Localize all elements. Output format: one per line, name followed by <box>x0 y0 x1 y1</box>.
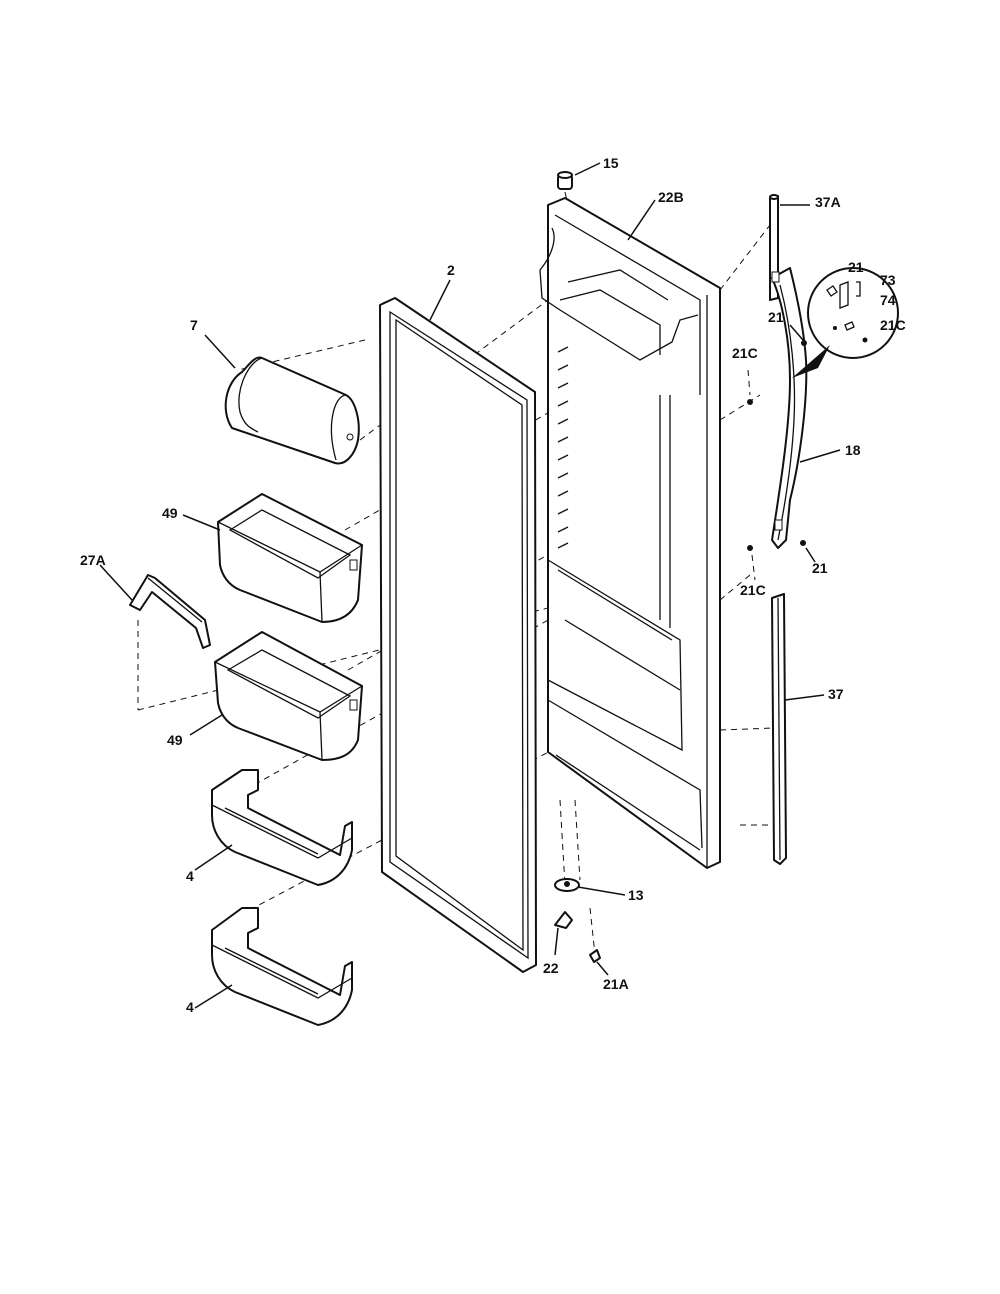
svg-text:37: 37 <box>828 686 844 702</box>
svg-text:7: 7 <box>190 317 198 333</box>
callout-21a: 21A <box>596 961 629 992</box>
callouts: 15 22B 2 7 37A 21 73 74 21C <box>80 155 906 1015</box>
svg-text:22: 22 <box>543 960 559 976</box>
svg-text:22B: 22B <box>658 189 684 205</box>
svg-text:21C: 21C <box>740 582 766 598</box>
svg-text:21C: 21C <box>880 317 906 333</box>
callout-21-lower: 21 <box>805 547 828 576</box>
part-49-bin-lower[interactable] <box>214 631 363 761</box>
callout-4-lower: 4 <box>186 984 233 1015</box>
callout-27a: 27A <box>80 552 133 601</box>
callout-21c-inset: 21C <box>880 317 906 333</box>
svg-text:49: 49 <box>167 732 183 748</box>
callout-21-top: 21 <box>848 259 864 275</box>
callout-21-handle: 21 <box>768 309 804 341</box>
callout-73: 73 <box>880 272 896 288</box>
svg-text:15: 15 <box>603 155 619 171</box>
svg-text:2: 2 <box>447 262 455 278</box>
svg-text:21C: 21C <box>732 345 758 361</box>
callout-15: 22B <box>627 189 684 241</box>
part-18-handle[interactable] <box>771 267 808 549</box>
callout-49-upper: 49 <box>162 505 221 531</box>
callout-7: 7 <box>190 317 236 369</box>
part-4-shelf-upper[interactable] <box>211 769 353 886</box>
callout-22b: 15 <box>574 155 619 176</box>
part-13-hinge[interactable] <box>554 878 580 892</box>
svg-text:73: 73 <box>880 272 896 288</box>
svg-text:4: 4 <box>186 868 194 884</box>
callout-37a: 37A <box>780 194 841 210</box>
svg-text:21A: 21A <box>603 976 629 992</box>
svg-text:13: 13 <box>628 887 644 903</box>
part-2-gasket[interactable] <box>379 297 537 973</box>
part-49-bin-upper[interactable] <box>217 493 363 623</box>
callout-2: 2 <box>429 262 455 321</box>
svg-text:4: 4 <box>186 999 194 1015</box>
part-27a-clip[interactable] <box>129 574 211 649</box>
part-7-cylinder[interactable] <box>224 356 360 465</box>
callout-74: 74 <box>880 292 896 308</box>
part-15-door-liner[interactable] <box>539 197 721 869</box>
callout-49-lower: 49 <box>167 714 223 748</box>
svg-text:27A: 27A <box>80 552 106 568</box>
svg-text:37A: 37A <box>815 194 841 210</box>
callout-37: 37 <box>784 686 844 702</box>
part-22-bushing[interactable] <box>554 911 573 929</box>
svg-text:49: 49 <box>162 505 178 521</box>
callout-18: 18 <box>799 442 861 463</box>
part-22b-cap[interactable] <box>557 171 573 190</box>
part-4-shelf-lower[interactable] <box>211 907 353 1026</box>
svg-text:21: 21 <box>812 560 828 576</box>
part-21a-screw[interactable] <box>589 949 601 963</box>
callout-4-upper: 4 <box>186 844 233 884</box>
svg-text:21: 21 <box>768 309 784 325</box>
callout-21c-left: 21C <box>732 345 758 361</box>
callout-22: 22 <box>543 927 559 976</box>
callout-21c-lower: 21C <box>740 582 766 598</box>
callout-13: 13 <box>577 886 644 903</box>
screws <box>747 340 807 551</box>
svg-text:74: 74 <box>880 292 896 308</box>
svg-text:21: 21 <box>848 259 864 275</box>
part-37-trim[interactable] <box>771 593 787 865</box>
detail-inset <box>792 267 899 378</box>
svg-text:18: 18 <box>845 442 861 458</box>
shelf-peg-column <box>557 346 569 549</box>
